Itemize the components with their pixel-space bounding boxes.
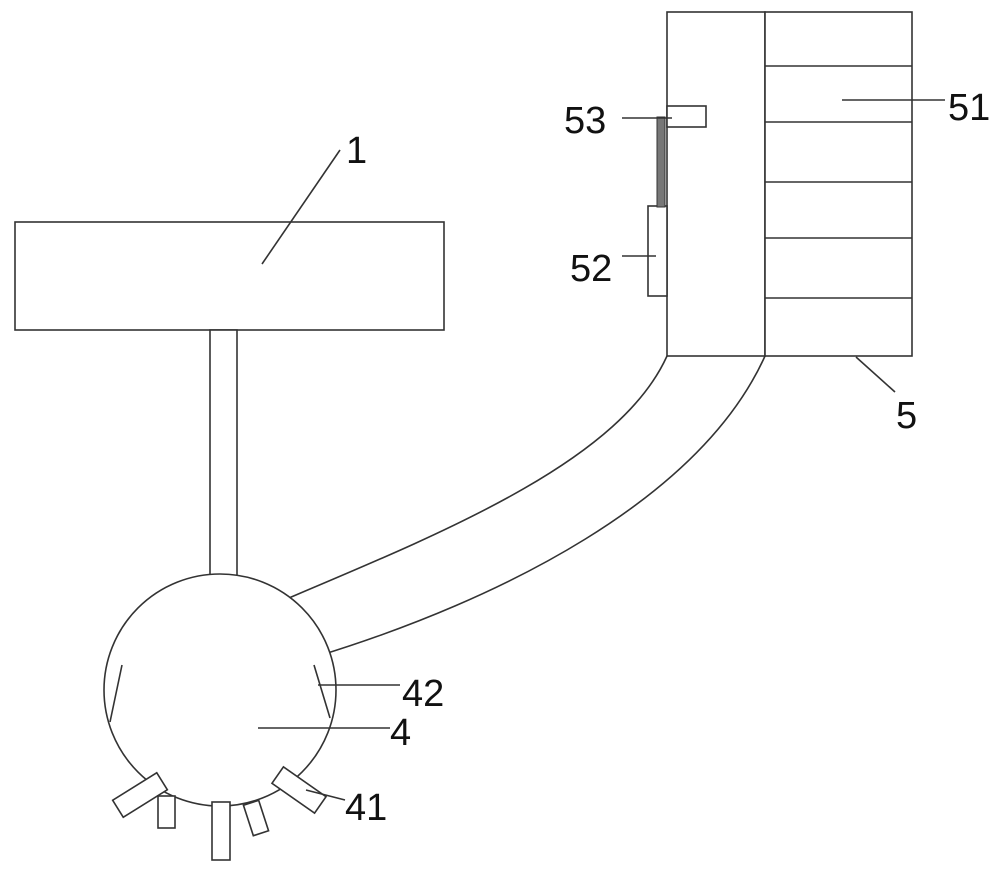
cabinet-5-right [764,11,913,357]
label-42: 42 [402,673,444,715]
vertical-rod [209,329,238,585]
leader-1 [261,149,341,265]
component-52 [647,205,668,297]
connector-rod [656,116,666,208]
nozzle-41-e [270,765,328,815]
label-41: 41 [345,787,387,829]
component-53 [666,105,707,128]
leader-5 [855,356,896,393]
sphere-4 [103,573,337,807]
label-1: 1 [346,130,367,172]
plate-1 [14,221,445,331]
leader-41 [305,789,346,801]
nozzle-41-c [211,801,231,861]
label-52: 52 [570,248,612,290]
blade-42-left [109,664,123,723]
curved-tube-outer [283,355,668,601]
blade-42-right [313,664,331,719]
nozzle-41-a [111,771,169,819]
nozzle-41-d [242,799,270,837]
label-51: 51 [948,87,990,129]
label-53: 53 [564,100,606,142]
label-4: 4 [390,712,411,754]
label-5: 5 [896,395,917,437]
curved-tube-inner [317,355,766,657]
nozzle-41-b [157,795,176,829]
cabinet-5-left [666,11,766,357]
